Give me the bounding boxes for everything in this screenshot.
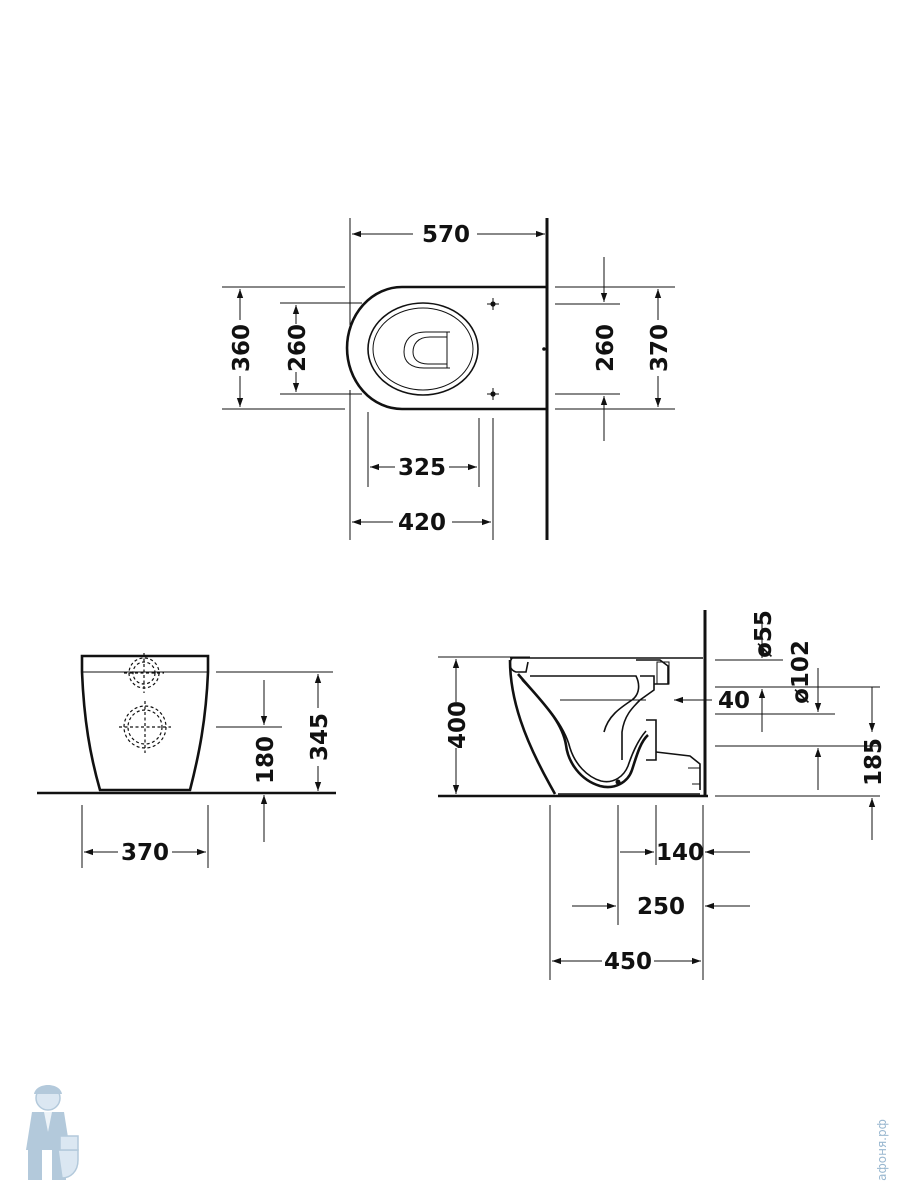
dim-side-depth: 450 — [604, 949, 652, 975]
flush-opening — [403, 331, 450, 369]
dim-top-bottom-inner: 325 — [398, 455, 446, 481]
outlet-circle-front — [119, 701, 171, 753]
dim-side-height: 400 — [445, 701, 471, 749]
dim-front-total-height: 345 — [307, 713, 333, 761]
bowl-outline-top — [345, 285, 547, 411]
dim-top-bottom-outer: 420 — [398, 510, 446, 536]
dim-side-outlet-distance: 140 — [656, 840, 704, 866]
fixing-hole-top — [487, 298, 499, 310]
inlet-circle-front — [124, 653, 164, 693]
dim-front-inlet-height: 180 — [253, 736, 279, 784]
dim-top-depth-outer: 360 — [229, 324, 255, 372]
dim-top-right-inner: 260 — [593, 324, 619, 372]
dim-side-outlet-diameter: ø102 — [788, 640, 814, 704]
bowl-inner-top — [367, 302, 479, 396]
front-view: 180 345 370 — [37, 653, 336, 868]
dim-side-offset: 40 — [718, 688, 750, 714]
side-view: 400 ø55 ø102 40 185 140 250 450 — [438, 610, 887, 980]
bowl-outline-front — [80, 654, 210, 792]
dim-side-inlet-diameter: ø55 — [751, 610, 777, 658]
dim-side-fix-distance: 250 — [637, 894, 685, 920]
dim-side-outlet-height: 185 — [861, 738, 887, 786]
dim-top-right-outer: 370 — [647, 324, 673, 372]
top-view: 570 360 260 260 370 325 420 — [222, 218, 675, 540]
bowl-rim-top — [372, 307, 474, 391]
watermark-site-text: афоня.рф — [875, 1119, 889, 1181]
dim-top-depth-inner: 260 — [285, 324, 311, 372]
plumber-mascot-logo — [26, 1085, 79, 1180]
fixing-hole-bottom — [487, 388, 499, 400]
dim-front-width: 370 — [121, 840, 169, 866]
bowl-outline-side — [508, 659, 557, 795]
dim-top-width: 570 — [422, 222, 470, 248]
